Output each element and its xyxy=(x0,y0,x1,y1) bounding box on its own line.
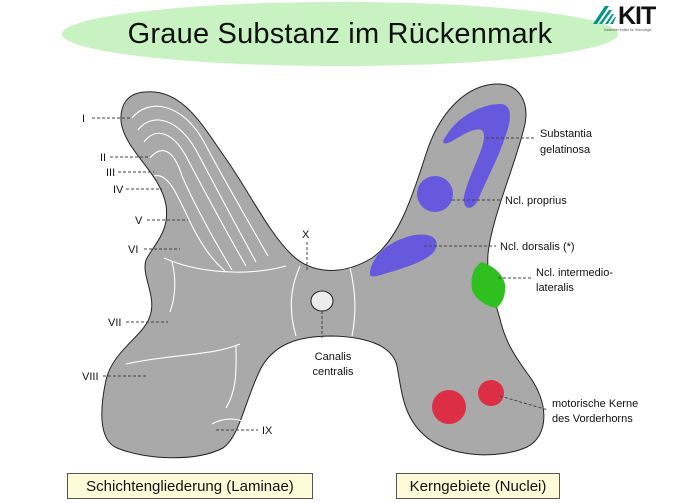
substantia-gelatinosa xyxy=(443,104,510,208)
substantia-gelatinosa-label-line1: Substantia xyxy=(540,128,593,140)
lamina-label-vii: VII xyxy=(108,317,121,329)
logo-subtitle: Karlsruher Institut für Technologie xyxy=(604,28,652,32)
ncl-dorsalis xyxy=(369,234,437,277)
logo-wordmark: KIT xyxy=(618,2,656,30)
leader-lines xyxy=(92,117,549,431)
lamina-label-i: I xyxy=(82,113,85,125)
lamina-label-iv: IV xyxy=(113,184,124,196)
motor-nuclei-label-line2: des Vorderhorns xyxy=(552,413,633,425)
lamina-label-ix: IX xyxy=(262,425,273,437)
lamina-label-ii: II xyxy=(100,152,106,164)
lamina-label-viii: VIII xyxy=(82,371,99,383)
central-canal-label-line2: centralis xyxy=(313,366,354,378)
lamina-label-x: X xyxy=(302,229,310,241)
laminae-caption: Schichtengliederung (Laminae) xyxy=(67,473,313,499)
substantia-gelatinosa-label-line2: gelatinosa xyxy=(540,144,591,156)
motor-nuclei-label-line1: motorische Kerne xyxy=(552,398,638,410)
lamina-label-v: V xyxy=(135,215,143,227)
central-canal xyxy=(310,290,334,312)
ncl-intermediolateralis-label-line1: Ncl. intermedio- xyxy=(536,267,613,279)
central-canal-label-line1: Canalis xyxy=(315,351,352,363)
lamina-boundaries xyxy=(125,105,356,429)
ncl-proprius xyxy=(417,176,453,212)
nuclei-caption: Kerngebiete (Nuclei) xyxy=(396,473,560,499)
ncl-proprius-label: Ncl. proprius xyxy=(505,195,567,207)
ncl-dorsalis-label: Ncl. dorsalis (*) xyxy=(500,241,575,253)
page-title: Graue Substanz im Rückenmark xyxy=(127,17,553,50)
motor-nucleus-small xyxy=(478,380,504,406)
ncl-intermediolateralis xyxy=(471,262,506,308)
lamina-label-iii: III xyxy=(106,167,115,179)
lamina-label-vi: VI xyxy=(128,244,138,256)
kit-logo-icon xyxy=(593,6,616,24)
motor-nucleus-large xyxy=(432,390,466,424)
title-background xyxy=(62,2,618,66)
ncl-intermediolateralis-label-line2: lateralis xyxy=(536,282,574,294)
